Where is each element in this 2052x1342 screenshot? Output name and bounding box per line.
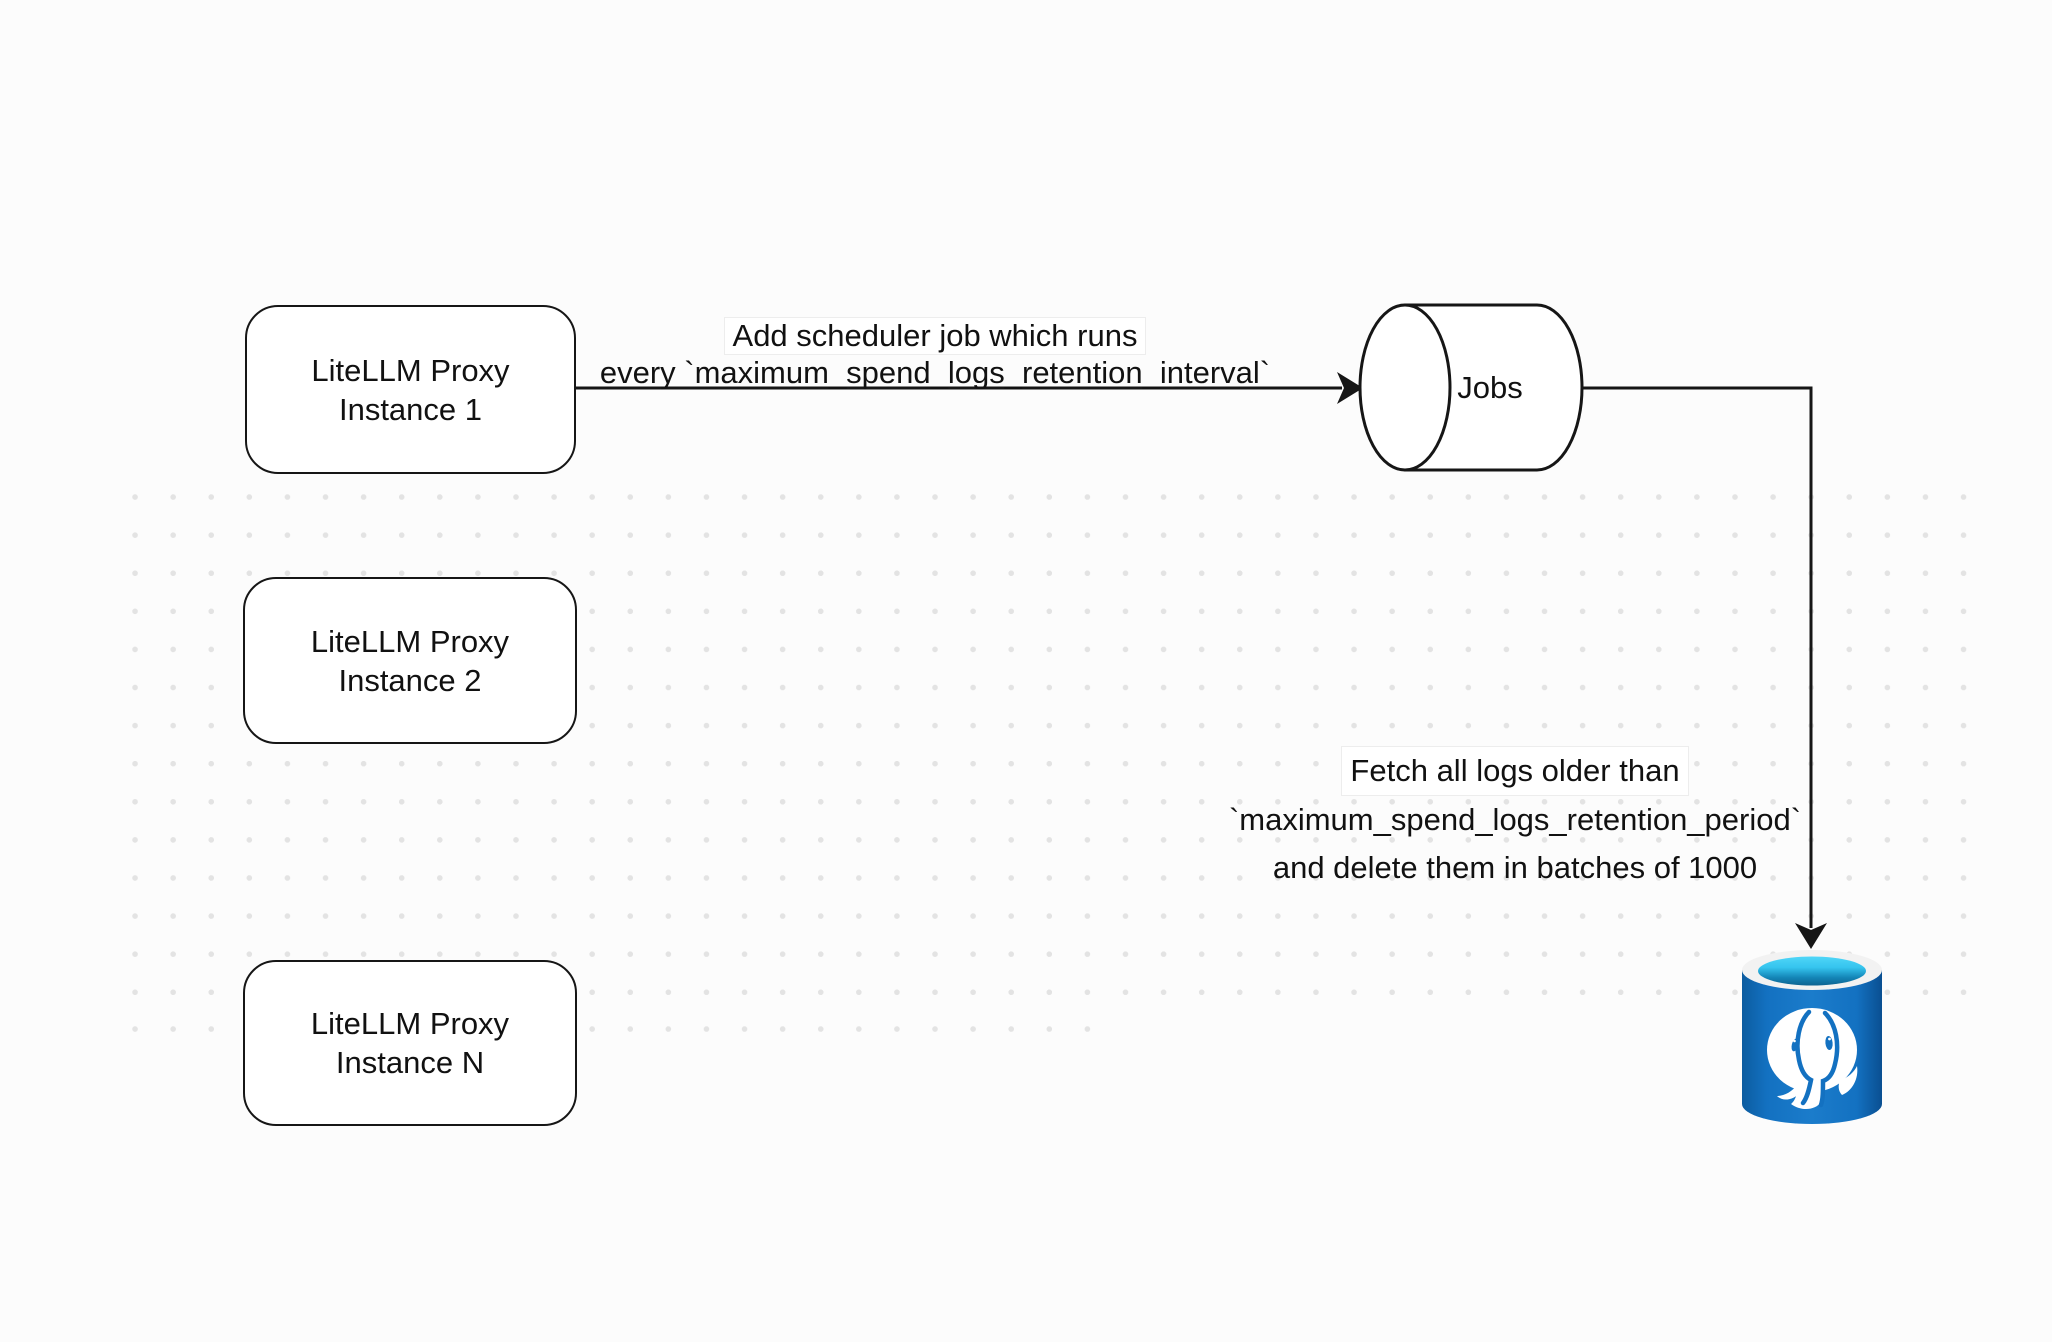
edge-label-line: Add scheduler job which runs [723, 317, 1147, 355]
node-label-line: Instance 2 [338, 662, 482, 698]
scheduler-edge-label: Add scheduler job which runs every `maxi… [535, 317, 1335, 391]
node-litellm-proxy-instance-1: LiteLLM Proxy Instance 1 [245, 305, 576, 474]
postgresql-database-icon [1742, 950, 1882, 1124]
edge-label-line: `maximum_spend_logs_retention_period` [1228, 802, 1802, 837]
edge-label-line: every `maximum_spend_logs_retention_inte… [599, 355, 1271, 390]
jobs-queue-shape [1358, 303, 1584, 472]
node-litellm-proxy-instance-n: LiteLLM Proxy Instance N [243, 960, 577, 1126]
edge-label-line: and delete them in batches of 1000 [1272, 850, 1758, 885]
edge-label-line: Fetch all logs older than [1341, 746, 1689, 796]
db-cylinder-opening [1758, 956, 1866, 986]
arrowhead-down-icon [1795, 923, 1827, 949]
jobs-queue-label: Jobs [1457, 370, 1523, 405]
node-label-line: LiteLLM Proxy [310, 623, 510, 659]
postgres-elephant-icon [1767, 1008, 1858, 1110]
fetch-edge-label: Fetch all logs older than `maximum_spend… [1065, 746, 1965, 892]
arrowhead-right-icon [1337, 372, 1363, 404]
node-label-line: LiteLLM Proxy [310, 1006, 510, 1041]
node-label-line: Instance N [335, 1045, 485, 1080]
dot-grid [116, 478, 1978, 1010]
node-label-line: Instance 1 [338, 391, 483, 427]
fetch-arrow [1582, 386, 1813, 928]
node-litellm-proxy-instance-2: LiteLLM Proxy Instance 2 [243, 577, 577, 744]
node-label-line: LiteLLM Proxy [311, 352, 510, 388]
